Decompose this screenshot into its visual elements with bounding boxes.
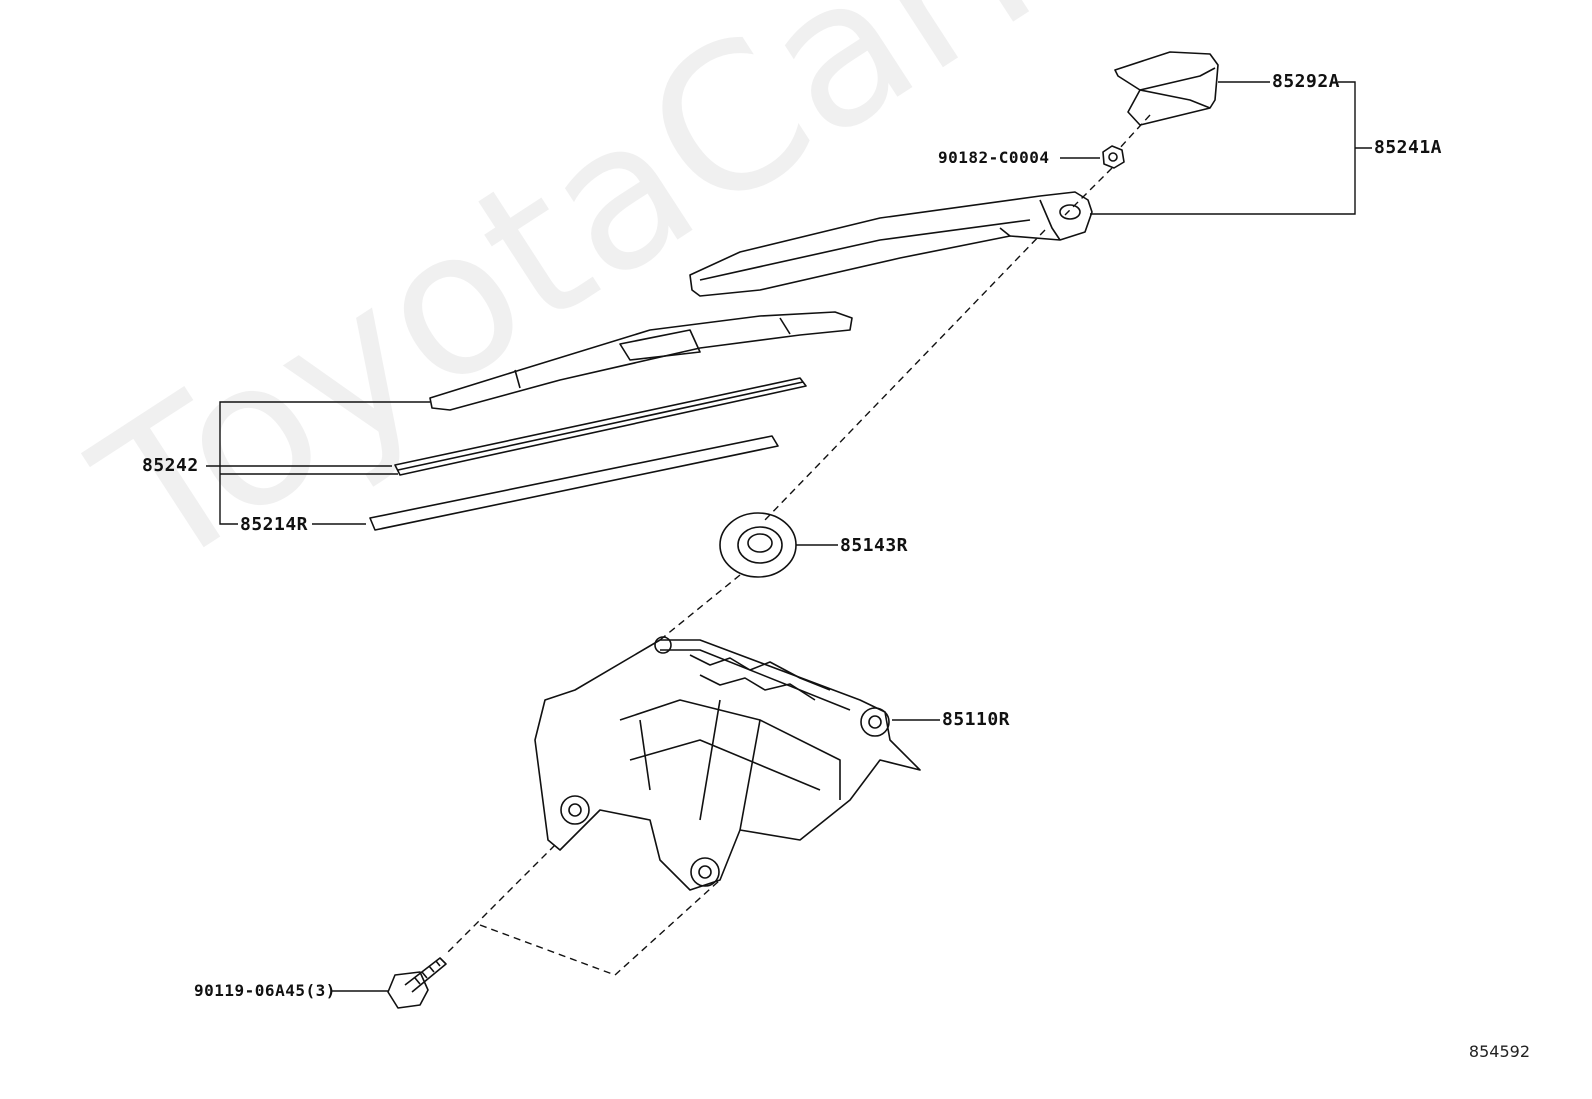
wiper-blade-part — [429, 311, 853, 411]
wiper-arm-part — [689, 191, 1093, 297]
blade-rubber-part — [394, 377, 807, 476]
diagram-reference-number: 854592 — [1468, 1042, 1530, 1061]
callout-90182-C0004[interactable]: 90182-C0004 — [938, 148, 1050, 167]
grommet-part — [719, 512, 797, 578]
callout-85292A[interactable]: 85292A — [1272, 71, 1341, 92]
bolt-part — [387, 957, 447, 1009]
callout-85214R[interactable]: 85214R — [240, 514, 309, 535]
nut-part — [1102, 145, 1125, 169]
callout-90119-06A45[interactable]: 90119-06A45(3) — [194, 981, 336, 1000]
callout-85143R[interactable]: 85143R — [840, 535, 909, 556]
callout-85110R[interactable]: 85110R — [942, 709, 1011, 730]
callout-85242[interactable]: 85242 — [142, 455, 199, 476]
callout-85241A[interactable]: 85241A — [1374, 137, 1443, 158]
wiper-motor-part — [534, 636, 921, 891]
blade-insert-part — [369, 435, 779, 531]
wiper-arm-cap-part — [1114, 51, 1219, 126]
